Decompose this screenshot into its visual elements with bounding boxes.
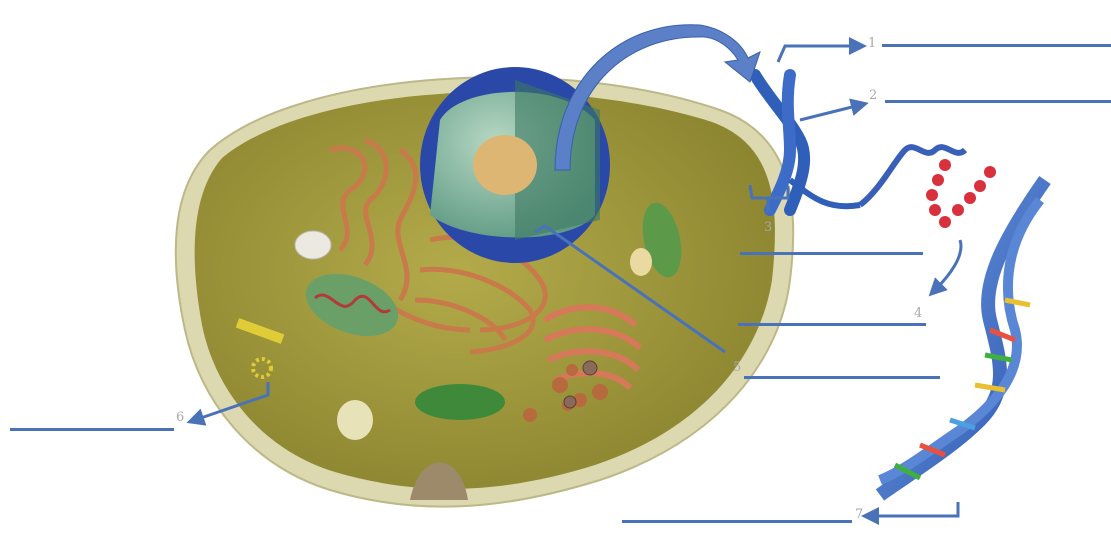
answer-line-6[interactable] [10, 428, 174, 431]
label-number-6: 6 [176, 410, 184, 425]
nucleolus [473, 135, 537, 195]
answer-line-4[interactable] [738, 323, 926, 326]
chromatin-coil [860, 147, 965, 205]
answer-line-3[interactable] [740, 252, 923, 255]
label-number-2: 2 [869, 88, 877, 103]
vacuole-top [295, 231, 331, 259]
label-number-1: 1 [868, 36, 876, 51]
label-number-4: 4 [914, 306, 922, 321]
nucleosomes [926, 159, 996, 228]
vacuole-bottom [337, 400, 373, 440]
label-number-7: 7 [855, 507, 863, 522]
label-number-3: 3 [764, 220, 772, 235]
answer-line-2[interactable] [885, 100, 1111, 103]
dna-double-helix [880, 180, 1045, 495]
mitochondrion-bottom [415, 384, 505, 420]
vacuole-right [630, 248, 652, 276]
answer-line-5[interactable] [744, 376, 940, 379]
label-number-5: 5 [733, 360, 741, 375]
answer-line-7[interactable] [622, 520, 852, 523]
answer-line-1[interactable] [882, 44, 1111, 47]
